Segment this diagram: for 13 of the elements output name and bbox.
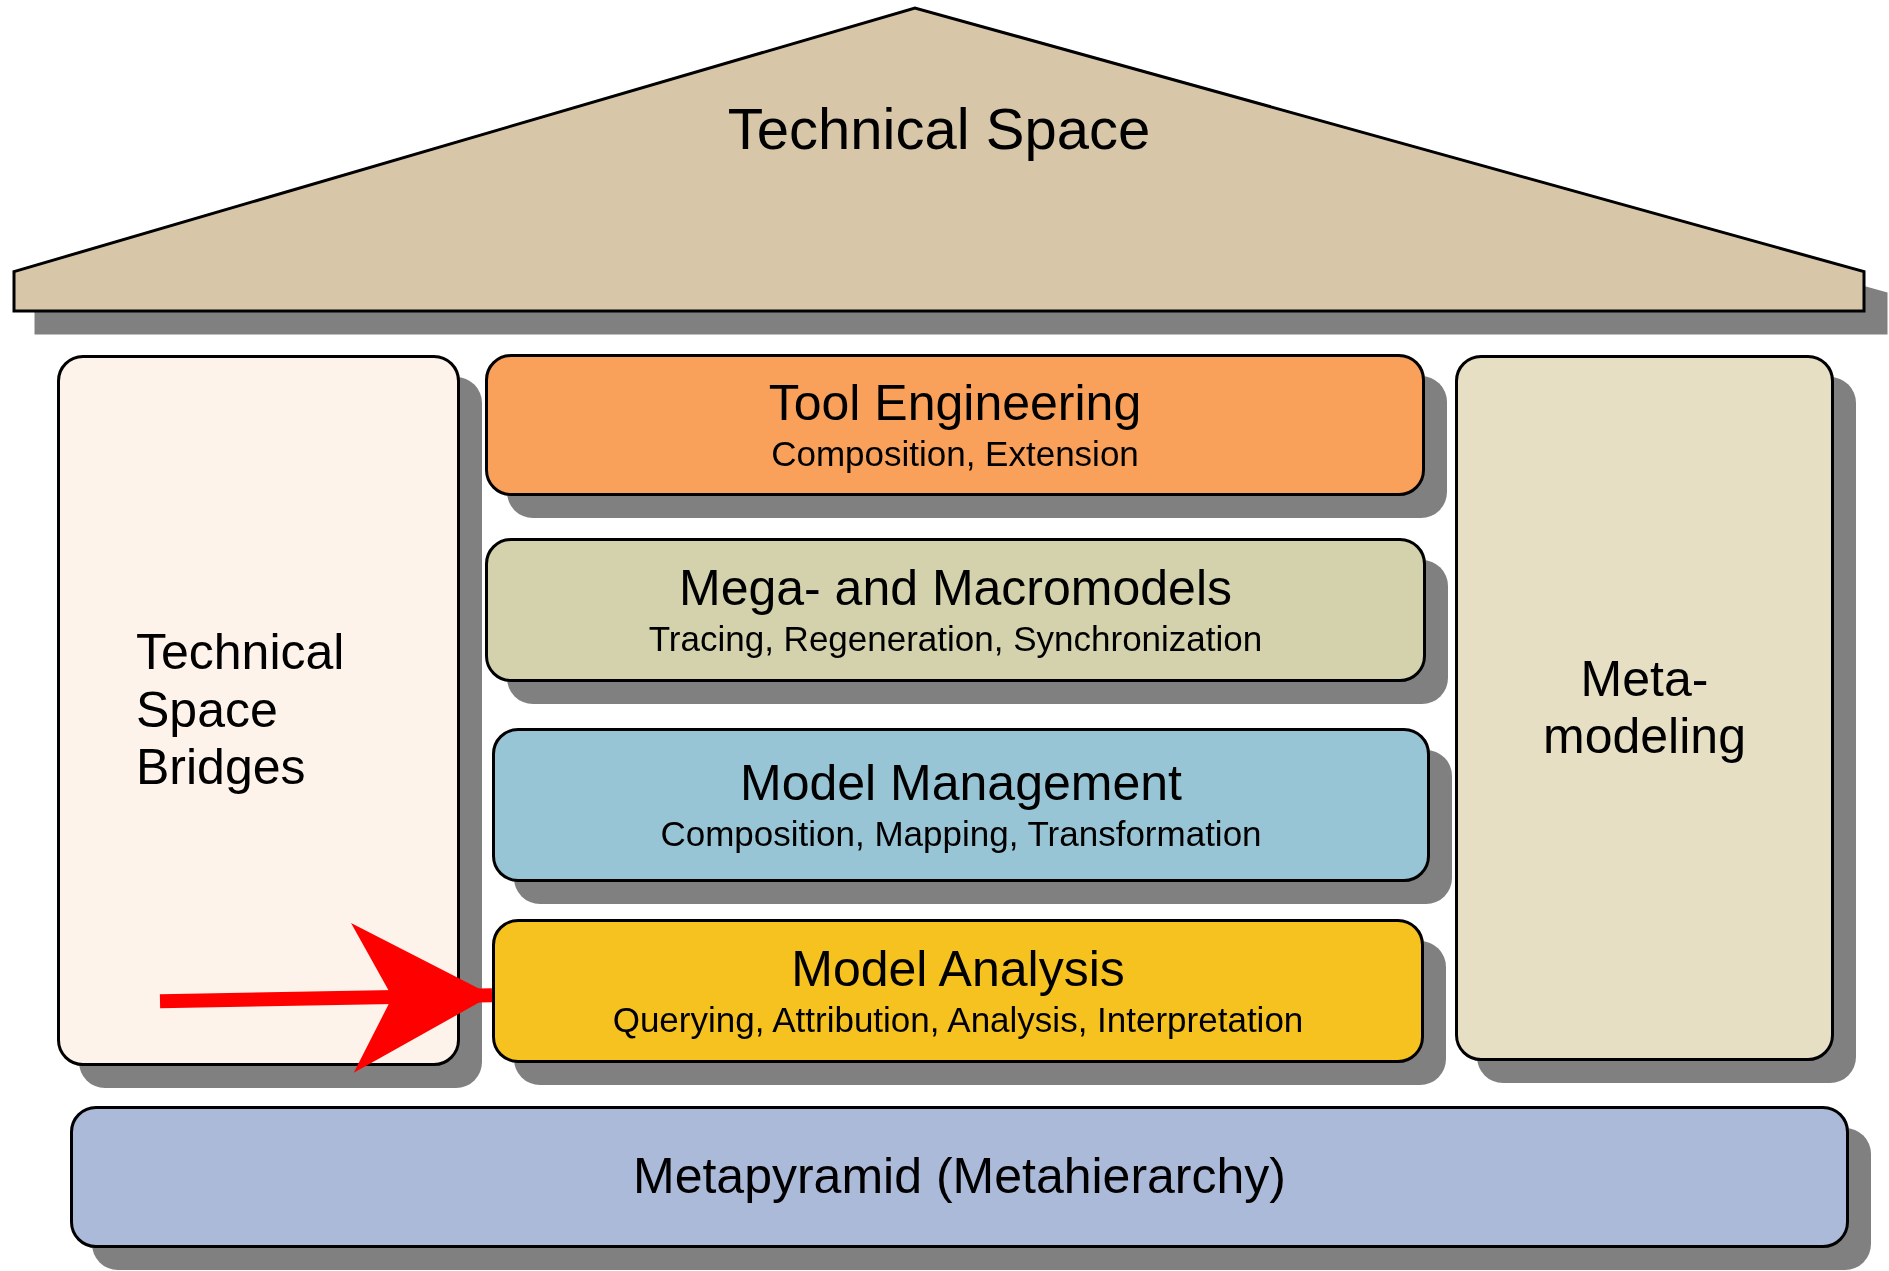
layer-subtitle: Tracing, Regeneration, Synchronization — [648, 617, 1263, 660]
layer-title: Technical Space Bridges — [136, 624, 346, 797]
layer-subtitle: Querying, Attribution, Analysis, Interpretation — [612, 998, 1304, 1041]
arrow — [159, 923, 493, 1073]
layer-subtitle: Composition, Extension — [771, 432, 1139, 475]
layer-title: Metapyramid (Metahierarchy) — [633, 1148, 1286, 1206]
layer-title: Meta- modeling — [1542, 650, 1747, 766]
layer-title: Tool Engineering — [768, 375, 1142, 433]
layer-subtitle: Composition, Mapping, Transformation — [660, 812, 1262, 855]
layer-title: Mega- and Macromodels — [679, 560, 1232, 618]
roof-title: Technical Space — [727, 96, 1151, 163]
layer-title: Model Analysis — [791, 941, 1125, 999]
layer-title: Model Management — [740, 755, 1182, 813]
